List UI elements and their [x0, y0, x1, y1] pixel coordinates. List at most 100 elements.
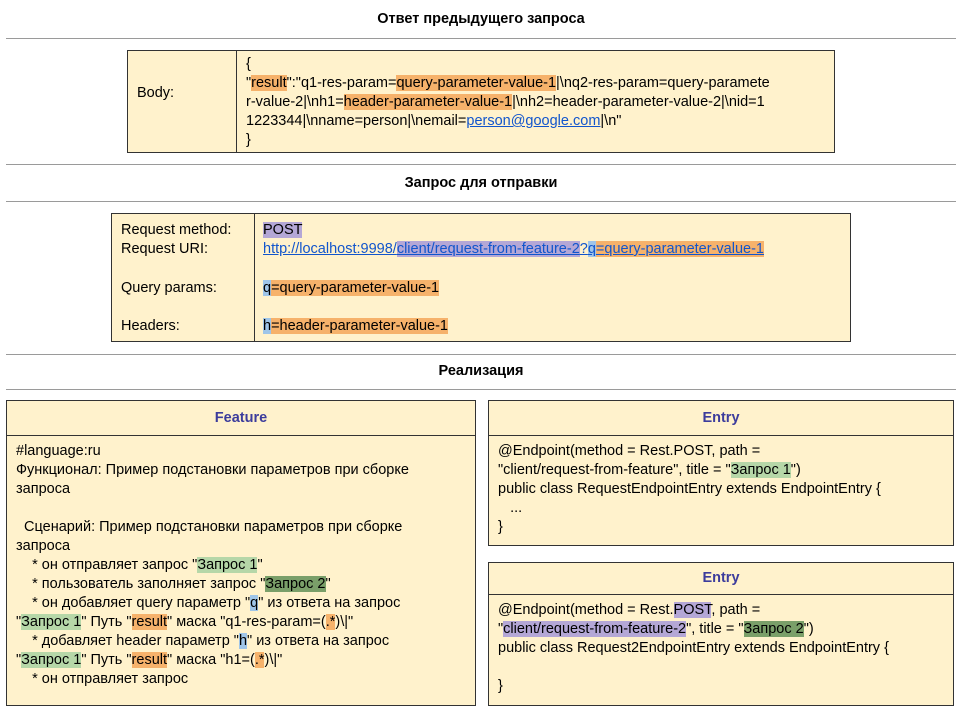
- highlight-h: h: [263, 318, 272, 334]
- text: @Endpoint(method = Rest.: [498, 602, 674, 618]
- entry2-line-2: "client/request-from-feature-2", title =…: [498, 620, 814, 639]
- text: r-value-2|\nh1=: [246, 94, 344, 110]
- highlight-regex: .*: [325, 614, 336, 630]
- entry2-line-3: public class Request2EndpointEntry exten…: [498, 640, 889, 656]
- uri-param[interactable]: q: [587, 241, 596, 257]
- highlight-q1-value: query-parameter-value-1: [396, 75, 557, 91]
- body-box-divider: [236, 50, 237, 153]
- entry2-line-1: @Endpoint(method = Rest.POST, path =: [498, 601, 760, 620]
- header-value: h=header-parameter-value-1: [263, 318, 448, 334]
- feature-scen-1: Сценарий: Пример подстановки параметров …: [16, 519, 403, 535]
- text: ": [246, 75, 252, 91]
- highlight-request-2: Запрос 2: [265, 576, 326, 592]
- highlight-result: result: [131, 614, 168, 630]
- feature-func-1: Функционал: Пример подстановки параметро…: [16, 462, 409, 478]
- text: " из ответа на запрос: [247, 633, 390, 649]
- body-open: {: [246, 56, 251, 72]
- feature-func-2: запроса: [16, 481, 71, 497]
- highlight-q-value: =query-parameter-value-1: [271, 280, 440, 296]
- highlight-request-1: Запрос 1: [197, 557, 258, 573]
- entry1-separator: [489, 435, 953, 436]
- text: " маска "q1-res-param=(: [167, 614, 326, 630]
- divider: [6, 164, 956, 165]
- highlight-request-1: Запрос 1: [21, 652, 82, 668]
- text: * пользователь заполняет запрос ": [16, 576, 266, 592]
- feature-step-3-cont: "Запрос 1" Путь "result" маска "q1-res-p…: [16, 613, 353, 632]
- highlight-h-value: =header-parameter-value-1: [271, 318, 448, 334]
- body-line-1: "result":"q1-res-param=query-parameter-v…: [246, 74, 770, 93]
- text: )\|": [264, 652, 283, 668]
- text: ": [16, 652, 22, 668]
- feature-step-4: * добавляет header параметр "h" из ответ…: [16, 632, 389, 651]
- highlight-q: q: [250, 595, 259, 611]
- entry2-separator: [489, 594, 953, 595]
- text: ", title = ": [686, 621, 744, 637]
- entry2-box: Entry @Endpoint(method = Rest.POST, path…: [488, 562, 954, 706]
- body-close: }: [246, 132, 251, 148]
- feature-lang: #language:ru: [16, 443, 101, 459]
- feature-scen-2: запроса: [16, 538, 71, 554]
- uri-value[interactable]: query-parameter-value-1: [604, 241, 764, 257]
- feature-step-2: * пользователь заполняет запрос "Запрос …: [16, 575, 331, 594]
- uri-path[interactable]: client/request-from-feature-2: [396, 241, 580, 257]
- divider: [6, 389, 956, 390]
- text: "): [803, 621, 814, 637]
- highlight-h: h: [238, 633, 248, 649]
- text: ":"q1-res-param=: [286, 75, 397, 91]
- text: ": [325, 576, 331, 592]
- uri-eq[interactable]: =: [595, 241, 605, 257]
- section-title-implementation: Реализация: [438, 363, 524, 379]
- text: "client/request-from-feature", title = ": [498, 462, 731, 478]
- uri-value[interactable]: http://localhost:9998/client/request-fro…: [263, 241, 764, 257]
- text: " маска "h1=(: [167, 652, 255, 668]
- divider: [6, 201, 956, 202]
- text: " Путь ": [81, 614, 132, 630]
- highlight-method: POST: [263, 222, 303, 238]
- highlight-request-1: Запрос 1: [21, 614, 82, 630]
- entry1-line-4: ...: [498, 500, 523, 516]
- method-value: POST: [263, 222, 303, 238]
- request-box: Request method: Request URI: Query param…: [111, 213, 851, 342]
- text: ": [257, 557, 263, 573]
- feature-title: Feature: [214, 410, 268, 426]
- entry1-line-5: }: [498, 519, 503, 535]
- feature-step-4-cont: "Запрос 1" Путь "result" маска "h1=(.*)\…: [16, 651, 282, 670]
- body-box: Body: { "result":"q1-res-param=query-par…: [127, 50, 835, 153]
- text: " Путь ": [81, 652, 132, 668]
- uri-q[interactable]: ?: [579, 241, 588, 257]
- entry2-line-5: }: [498, 678, 503, 694]
- text: |\nq2-res-param=query-paramete: [556, 75, 770, 91]
- text: * он отправляет запрос ": [16, 557, 198, 573]
- body-line-2: r-value-2|\nh1=header-parameter-value-1|…: [246, 93, 765, 112]
- highlight-q: q: [263, 280, 272, 296]
- entry1-box: Entry @Endpoint(method = Rest.POST, path…: [488, 400, 954, 546]
- entry1-line-2: "client/request-from-feature", title = "…: [498, 461, 801, 480]
- body-label: Body:: [137, 85, 175, 101]
- request-box-divider: [254, 213, 255, 342]
- highlight-method: POST: [673, 602, 712, 618]
- entry1-title: Entry: [702, 410, 740, 426]
- text: , path =: [711, 602, 761, 618]
- entry2-title: Entry: [702, 570, 740, 586]
- highlight-h1-value: header-parameter-value-1: [343, 94, 513, 110]
- text: " из ответа на запрос: [258, 595, 401, 611]
- highlight-regex: .*: [254, 652, 265, 668]
- divider: [6, 354, 956, 355]
- feature-separator: [7, 435, 475, 436]
- text: "): [790, 462, 801, 478]
- highlight-request-2: Запрос 2: [743, 621, 804, 637]
- feature-step-5: * он отправляет запрос: [16, 671, 189, 687]
- feature-step-3: * он добавляет query параметр "q" из отв…: [16, 594, 400, 613]
- highlight-request-1: Запрос 1: [730, 462, 791, 478]
- entry1-line-1: @Endpoint(method = Rest.POST, path =: [498, 443, 761, 459]
- uri-label: Request URI:: [121, 241, 209, 257]
- feature-step-1: * он отправляет запрос "Запрос 1": [16, 556, 263, 575]
- divider: [6, 38, 956, 39]
- uri-host[interactable]: http://localhost:9998/: [263, 241, 397, 257]
- section-title-request: Запрос для отправки: [404, 175, 558, 191]
- body-line-3: 1223344|\nname=person|\nemail=person@goo…: [246, 112, 621, 131]
- email-link[interactable]: person@google.com: [466, 113, 601, 129]
- text: |\nh2=header-parameter-value-2|\nid=1: [512, 94, 765, 110]
- text: ": [16, 614, 22, 630]
- query-label: Query params:: [121, 280, 217, 296]
